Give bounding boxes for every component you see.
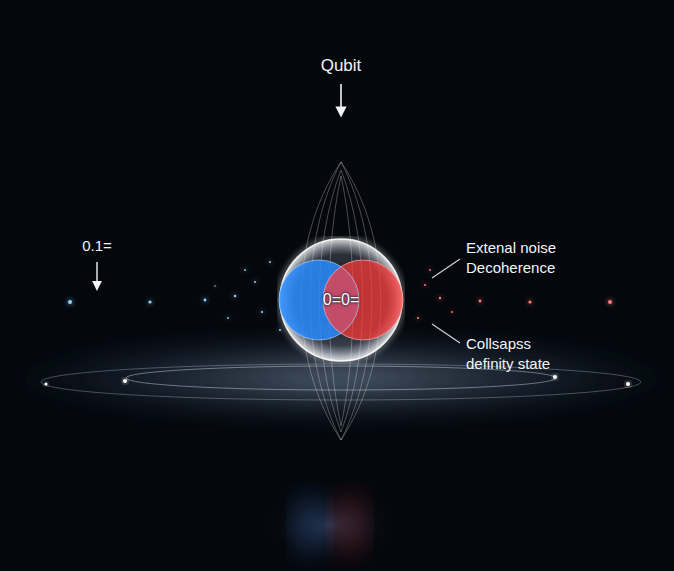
annotation-label: Extenal noise Decoherence: [466, 238, 578, 278]
pointer-arrow: [96, 262, 97, 286]
leader-line: [432, 259, 460, 278]
qubit-sphere: 0=0=: [277, 236, 405, 364]
state-text: 0=0=: [323, 291, 359, 309]
annotation-label: Collsapss definity state: [466, 334, 578, 374]
pointer-arrow: [340, 84, 342, 112]
annotation-label: 0.1=: [82, 236, 112, 256]
leader-line: [432, 324, 460, 343]
title-label: Qubit: [321, 56, 362, 76]
